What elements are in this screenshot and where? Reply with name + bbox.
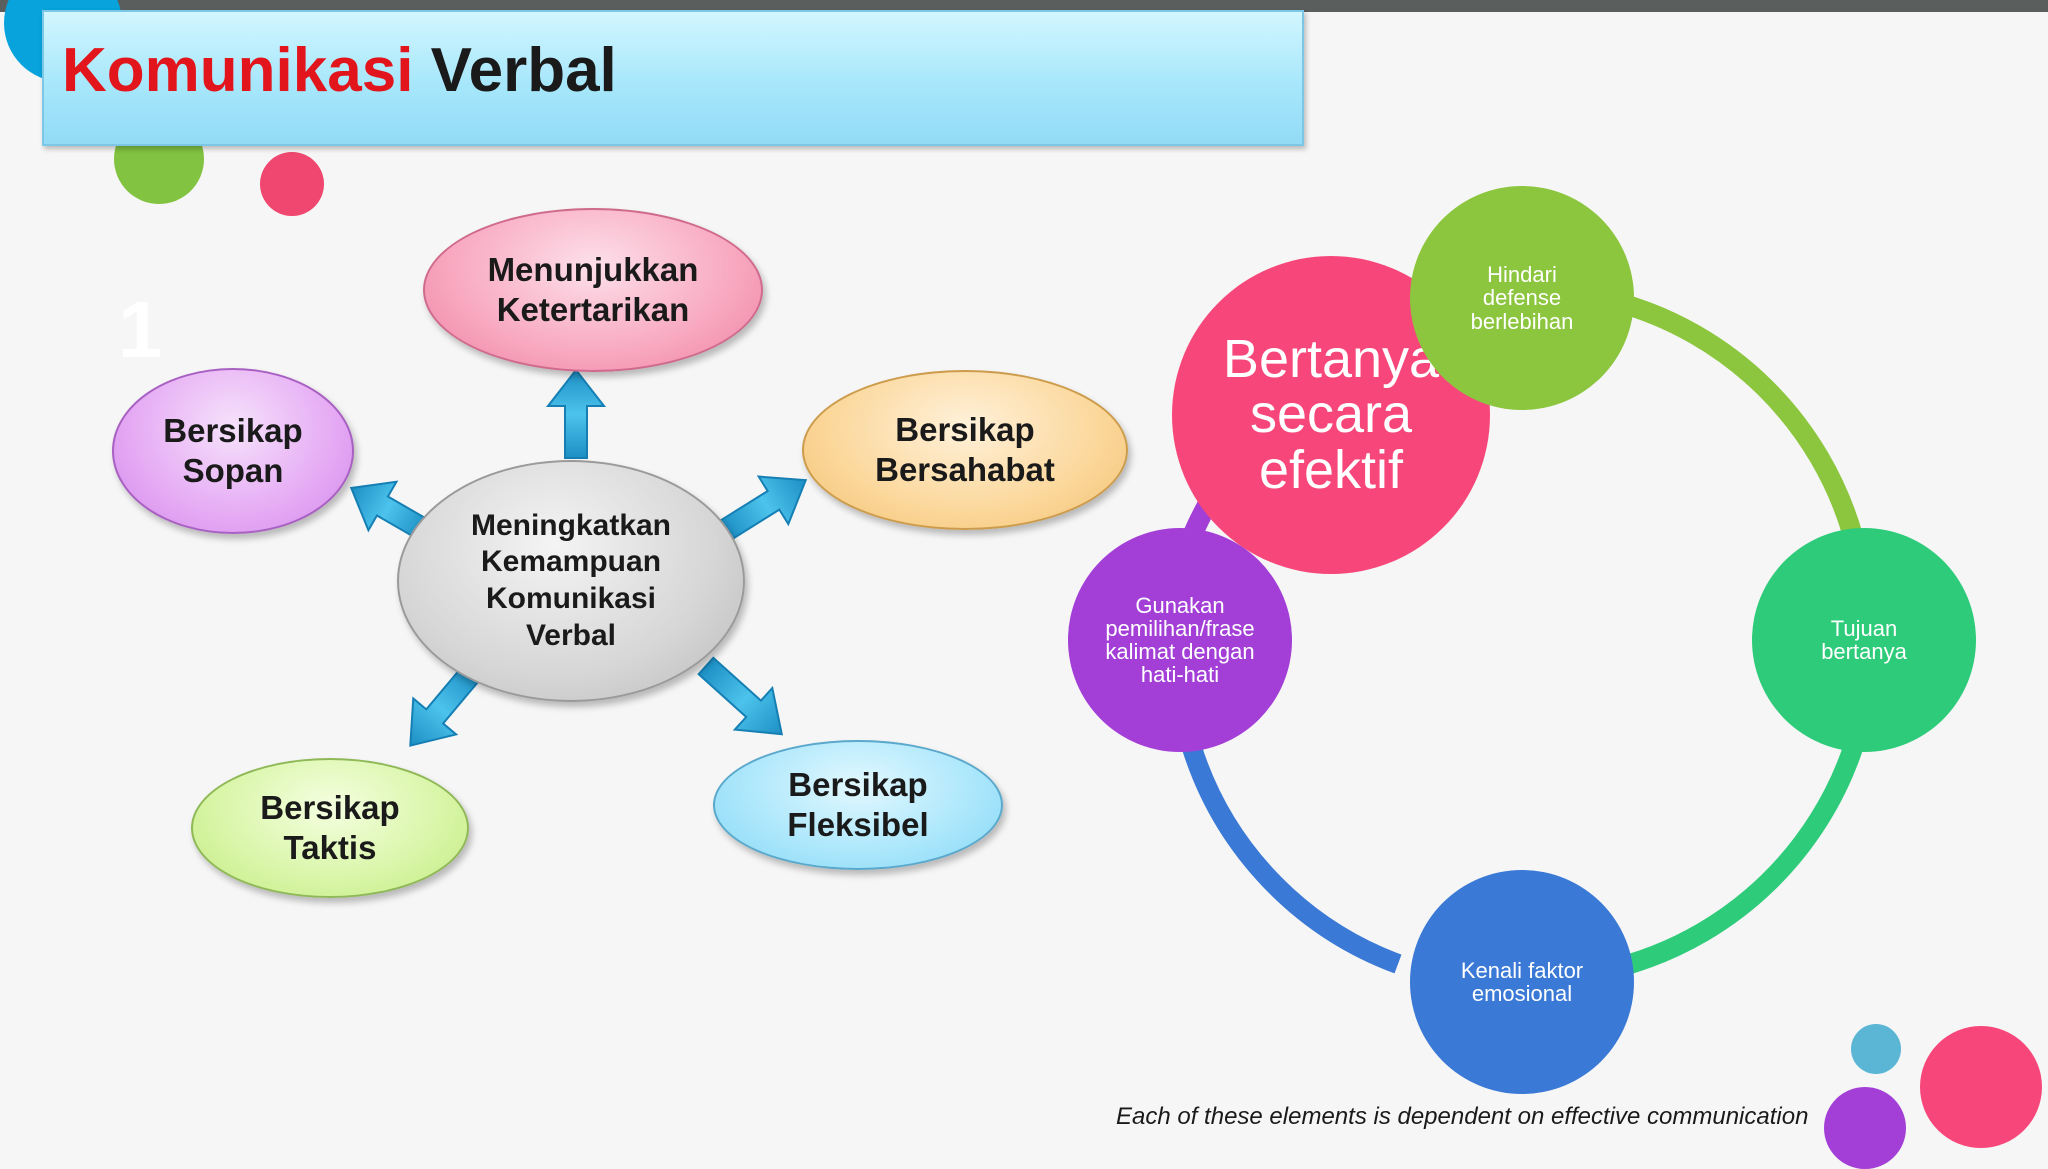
decor-circle-lightblue [1851,1024,1901,1074]
oval-bersikap-sopan: Bersikap Sopan [112,368,354,534]
circle-hindari-defense: Hindari defense berlebihan [1410,186,1634,410]
bottom-right-line-1: Bersikap [788,765,928,803]
top-bar [0,0,2048,12]
gunakan-line-4: hati-hati [1140,662,1220,688]
left-line-2: Sopan [182,452,284,489]
ring-arc-teal [1627,744,1863,974]
center-line-4: Verbal [525,618,617,652]
circle-gunakan-pemilihan: Gunakan pemilihan/frase kalimat dengan h… [1068,528,1292,752]
gunakan-line-2: pemilihan/frase [1105,615,1255,641]
oval-bersikap-bersahabat: Bersikap Bersahabat [802,370,1128,530]
right-line-2: Bersahabat [875,451,1055,488]
bottom-left-line-1: Bersikap [260,788,400,826]
decor-circle-pink [260,152,324,216]
center-line-3: Komunikasi [485,582,657,615]
circle-tujuan-bertanya: Tujuan bertanya [1752,528,1976,752]
center-line-2: Kemampuan [480,545,662,579]
arrow-up [545,368,607,459]
bottom-right-line-2: Fleksibel [787,806,929,843]
main-line-2: secara [1249,384,1413,445]
oval-menunjukkan-ketertarikan: Menunjukkan Ketertarikan [423,208,763,372]
title-part-verbal: Verbal [430,36,617,105]
bottom-left-line-2: Taktis [283,829,377,866]
tujuan-line-2: bertanya [1821,639,1907,664]
oval-bersikap-taktis: Bersikap Taktis [191,758,469,898]
gunakan-line-1: Gunakan [1135,592,1225,618]
main-line-1: Bertanya [1222,328,1440,389]
left-line-1: Bersikap [163,411,303,449]
top-line-1: Menunjukkan [487,250,699,288]
side-number: 1 [118,285,163,374]
kenali-line-1: Kenali faktor [1460,957,1584,983]
hindari-line-2: defense [1482,285,1562,311]
decor-circle-pink-large [1920,1026,2042,1148]
ring-arc-blue [1182,744,1402,974]
circle-kenali-faktor: Kenali faktor emosional [1410,870,1634,1094]
ring-arc-green [1614,292,1863,539]
top-line-2: Ketertarikan [496,291,690,328]
caption-text: Each of these elements is dependent on e… [1116,1103,1809,1130]
hindari-line-3: berlebihan [1470,308,1574,334]
hindari-line-1: Hindari [1487,262,1557,288]
tujuan-line-1: Tujuan [1830,615,1898,641]
title-banner: Komunikasi Verbal [42,10,1304,146]
kenali-line-2: emosional [1471,981,1573,1006]
page-title: Komunikasi Verbal [62,40,617,102]
arrow-down-right [697,656,784,736]
right-line-1: Bersikap [895,410,1035,448]
center-oval: Meningkatkan Kemampuan Komunikasi Verbal [397,460,745,702]
gunakan-line-3: kalimat dengan [1105,639,1255,664]
main-line-3: efektif [1258,439,1404,500]
arrow-up-right [718,475,808,541]
title-part-komunikasi: Komunikasi [62,36,414,105]
oval-bersikap-fleksibel: Bersikap Fleksibel [713,740,1003,870]
center-line-1: Meningkatkan [470,508,672,542]
